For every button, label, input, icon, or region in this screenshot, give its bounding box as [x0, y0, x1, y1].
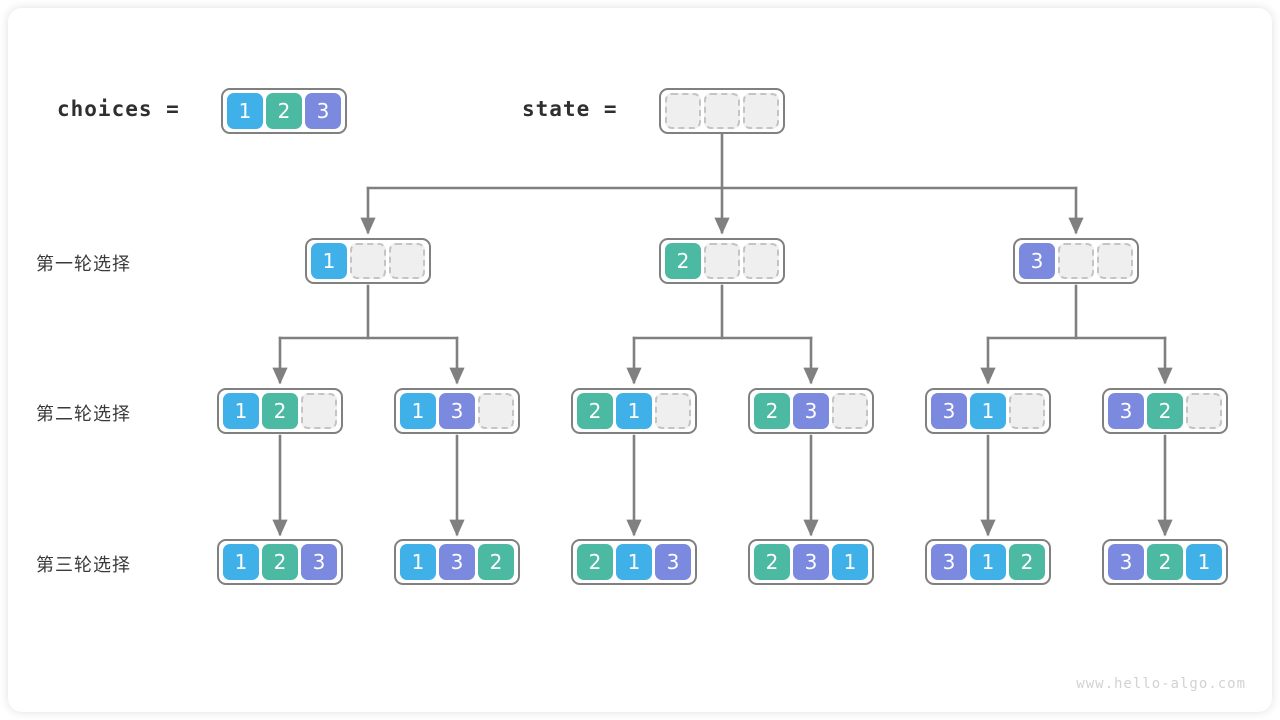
array-cell-value: 2	[266, 93, 302, 129]
array-cell-value: 2	[1147, 544, 1183, 580]
array-cell-value: 3	[793, 393, 829, 429]
array-cell-value: 1	[616, 544, 652, 580]
array-cell-value: 2	[478, 544, 514, 580]
row-label-round-2: 第二轮选择	[36, 404, 131, 425]
state-label: state =	[522, 97, 618, 121]
array-cell-value: 1	[970, 544, 1006, 580]
state-array[interactable]	[659, 88, 785, 134]
array-cell-empty	[350, 243, 386, 279]
array-cell-empty	[704, 93, 740, 129]
choices-label: choices =	[57, 97, 180, 121]
array-cell-value: 2	[754, 393, 790, 429]
array-cell-value: 1	[227, 93, 263, 129]
array-cell-value: 3	[931, 393, 967, 429]
array-cell-value: 3	[793, 544, 829, 580]
array-cell-empty	[301, 393, 337, 429]
array-cell-value: 3	[439, 393, 475, 429]
array-cell-empty	[389, 243, 425, 279]
array-cell-value: 2	[262, 393, 298, 429]
array-cell-value: 3	[301, 544, 337, 580]
array-cell-empty	[1097, 243, 1133, 279]
array-cell-empty	[655, 393, 691, 429]
array-cell-value: 3	[1108, 393, 1144, 429]
array-cell-empty	[704, 243, 740, 279]
array-cell-value: 1	[1186, 544, 1222, 580]
array-cell-empty	[832, 393, 868, 429]
array-cell-value: 2	[262, 544, 298, 580]
array-cell-value: 2	[1009, 544, 1045, 580]
array-cell-value: 1	[223, 393, 259, 429]
watermark: www.hello-algo.com	[1076, 676, 1246, 692]
array-cell-value: 1	[223, 544, 259, 580]
array-cell-value: 2	[754, 544, 790, 580]
array-cell-empty	[1058, 243, 1094, 279]
array-cell-empty	[1009, 393, 1045, 429]
array-cell-empty	[743, 93, 779, 129]
array-cell-empty	[478, 393, 514, 429]
tree-node-round-1-3[interactable]: 3	[1013, 238, 1139, 284]
tree-node-round-1-2[interactable]: 2	[659, 238, 785, 284]
row-label-round-1: 第一轮选择	[36, 254, 131, 275]
tree-node-round-1-1[interactable]: 1	[305, 238, 431, 284]
array-cell-value: 1	[311, 243, 347, 279]
array-cell-value: 3	[1019, 243, 1055, 279]
array-cell-value: 1	[400, 393, 436, 429]
array-cell-value: 3	[439, 544, 475, 580]
array-cell-value: 1	[832, 544, 868, 580]
array-cell-value: 3	[655, 544, 691, 580]
array-cell-value: 2	[1147, 393, 1183, 429]
array-cell-value: 2	[665, 243, 701, 279]
array-cell-value: 2	[577, 544, 613, 580]
array-cell-empty	[1186, 393, 1222, 429]
row-label-round-3: 第三轮选择	[36, 555, 131, 576]
array-cell-empty	[743, 243, 779, 279]
array-cell-value: 2	[577, 393, 613, 429]
diagram-canvas	[8, 8, 1272, 712]
array-cell-value: 1	[400, 544, 436, 580]
array-cell-value: 3	[1108, 544, 1144, 580]
array-cell-empty	[665, 93, 701, 129]
array-cell-value: 3	[305, 93, 341, 129]
array-cell-value: 3	[931, 544, 967, 580]
array-cell-value: 1	[616, 393, 652, 429]
array-cell-value: 1	[970, 393, 1006, 429]
